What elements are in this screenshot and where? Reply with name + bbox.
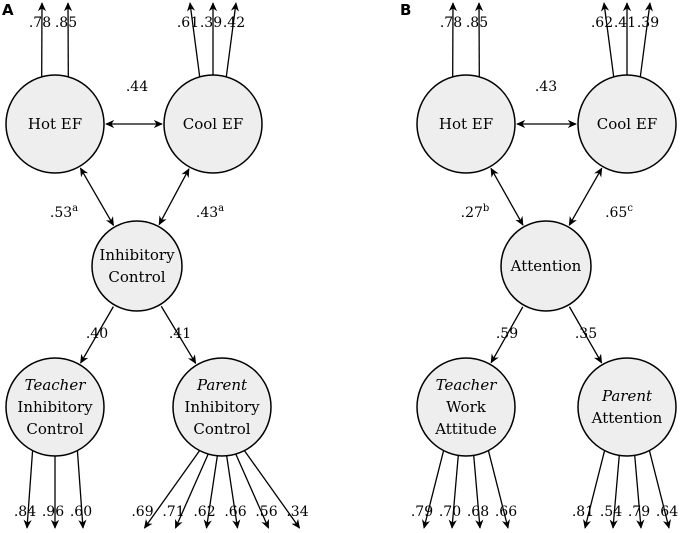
hot-ef-indicator-label: .85: [55, 15, 77, 31]
node-cool: [163, 74, 263, 174]
br-indicator-label: .69: [131, 504, 153, 520]
node-cool: [577, 74, 677, 174]
center-hot-path: [79, 167, 115, 227]
panel-label: B: [400, 1, 411, 19]
br-indicator-label: .79: [628, 504, 650, 520]
cool-ef-indicator-label: .41: [614, 15, 636, 31]
node-cool-label: Cool EF: [183, 115, 243, 133]
br-indicator-label: .54: [600, 504, 622, 520]
cool-ef-indicator-label: .39: [200, 15, 222, 31]
node-br: [172, 357, 272, 457]
bl-indicator-label: .60: [70, 504, 92, 520]
node-bl-label: Teacher: [25, 376, 87, 394]
br-indicator-arrow: [226, 455, 241, 529]
bl-indicator-label: .70: [439, 504, 461, 520]
node-br-label: Parent: [601, 387, 653, 405]
center-hot-path: [490, 167, 524, 226]
node-bl-label: Control: [26, 420, 83, 438]
node-bl-label: Teacher: [436, 376, 498, 394]
bl-indicator-arrow: [448, 455, 459, 529]
br-indicator-arrow: [243, 450, 301, 529]
node-bl: [416, 357, 516, 457]
center-cool-path-label: .65c: [605, 203, 633, 221]
bl-indicator-label: .68: [467, 504, 489, 520]
node-hot: [5, 74, 105, 174]
br-indicator-label: .81: [572, 504, 594, 520]
node-br-label: Parent: [196, 376, 248, 394]
br-indicator-label: .71: [162, 504, 184, 520]
center-cool-path-label: .43a: [196, 203, 224, 221]
hot-cool-correlation-label: .44: [126, 79, 148, 95]
br-indicator-arrow: [583, 450, 606, 529]
panel-A: A .78.85 .61.39.42 .84 .96 .60 .69 .71 .62 .66 .56…: [2, 1, 309, 529]
center-cool-path: [568, 167, 603, 226]
node-br-label: Control: [193, 420, 250, 438]
node-center-label: Control: [108, 268, 165, 286]
node-bl-label: Work: [446, 398, 487, 416]
center-br-path: [568, 306, 603, 364]
br-indicator-arrow: [634, 455, 645, 529]
br-indicator-label: .66: [224, 504, 246, 520]
br-indicator-arrow: [143, 450, 201, 529]
bl-indicator-label: .66: [495, 504, 517, 520]
bl-indicator-arrow: [23, 450, 34, 529]
cool-ef-indicator-label: .42: [223, 15, 245, 31]
node-center-label: Inhibitory: [99, 246, 175, 264]
bl-indicator-label: .79: [411, 504, 433, 520]
br-indicator-arrow: [235, 453, 270, 529]
center-br-path-label: .35: [575, 326, 597, 342]
br-indicator-arrow: [174, 453, 209, 529]
hot-ef-indicator-label: .85: [466, 15, 488, 31]
cool-ef-indicator-label: .62: [591, 15, 613, 31]
br-indicator-label: .34: [286, 504, 308, 520]
hot-ef-indicator-label: .78: [440, 15, 462, 31]
cool-ef-indicator-arrow: [601, 2, 615, 77]
node-hot: [416, 74, 516, 174]
node-center: [91, 220, 183, 312]
br-indicator-arrow: [203, 455, 218, 529]
node-hot-label: Hot EF: [439, 115, 493, 133]
node-bl-label: Attitude: [434, 420, 497, 438]
center-br-path: [160, 305, 197, 365]
bl-indicator-arrow: [76, 450, 87, 529]
center-hot-path-label: .53a: [50, 203, 78, 221]
center-bl-path: [490, 306, 524, 364]
center-bl-path: [80, 306, 114, 364]
center-bl-path-label: .59: [496, 326, 518, 342]
hot-ef-indicator-label: .78: [29, 15, 51, 31]
bl-indicator-arrow: [473, 455, 484, 529]
bl-indicator-arrow: [422, 450, 445, 529]
cool-ef-indicator-arrow: [187, 2, 201, 77]
node-hot-label: Hot EF: [28, 115, 82, 133]
node-cool-label: Cool EF: [597, 115, 657, 133]
panel-label: A: [2, 1, 14, 19]
br-indicator-label: .64: [656, 504, 678, 520]
br-indicator-label: .56: [255, 504, 277, 520]
br-indicator-label: .62: [193, 504, 215, 520]
center-bl-path-label: .40: [86, 326, 108, 342]
node-br-label: Inhibitory: [184, 398, 260, 416]
cool-ef-indicator-arrow: [225, 2, 239, 77]
bl-indicator-label: .96: [42, 504, 64, 520]
center-hot-path-label: .27b: [461, 203, 490, 221]
panel-B: B .78.85 .62.41.39 .79 .70 .68 .66 .81 .54 .79 .64…: [400, 1, 678, 529]
hot-cool-correlation-label: .43: [535, 79, 557, 95]
node-br-label: Attention: [591, 409, 663, 427]
node-center: [500, 220, 592, 312]
br-indicator-arrow: [609, 455, 620, 529]
br-indicator-arrow: [648, 450, 671, 529]
bl-indicator-arrow: [487, 450, 510, 529]
bl-indicator-label: .84: [14, 504, 36, 520]
cool-ef-indicator-label: .39: [637, 15, 659, 31]
center-cool-path: [158, 168, 190, 226]
cool-ef-indicator-label: .61: [177, 15, 199, 31]
node-center-label: Attention: [510, 257, 582, 275]
node-br: [577, 357, 677, 457]
node-bl: [5, 357, 105, 457]
cool-ef-indicator-arrow: [639, 2, 653, 77]
center-br-path-label: .41: [169, 326, 191, 342]
node-bl-label: Inhibitory: [17, 398, 93, 416]
